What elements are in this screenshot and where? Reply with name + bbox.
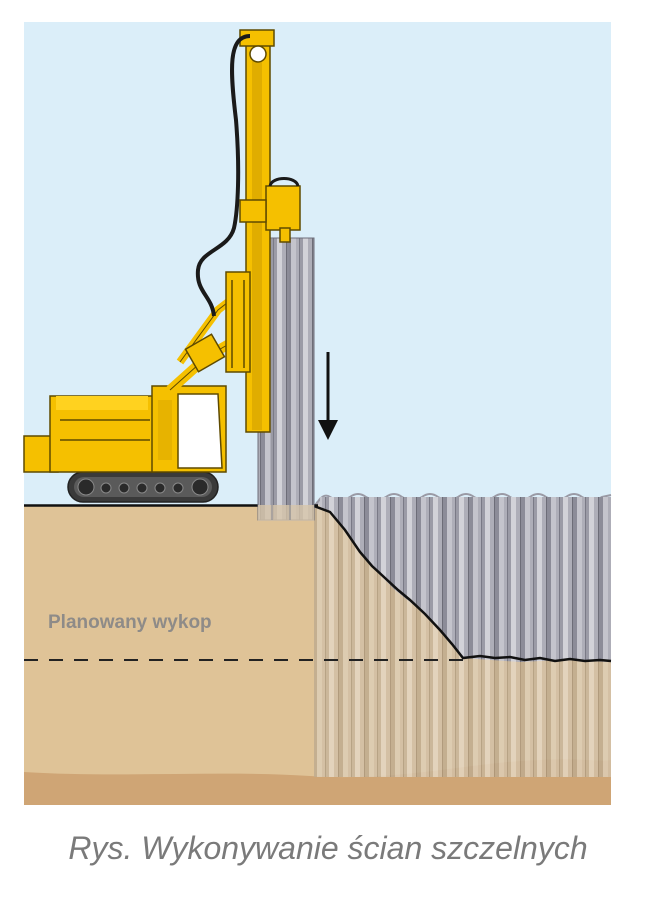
caption: Rys. Wykonywanie ścian szczelnych xyxy=(68,830,588,866)
piling-rig xyxy=(23,29,301,503)
excavation-label: Planowany wykop xyxy=(48,612,212,633)
vibro-hammer xyxy=(265,185,301,231)
excavation-profile xyxy=(313,504,612,663)
driving-direction-arrow xyxy=(318,352,338,440)
